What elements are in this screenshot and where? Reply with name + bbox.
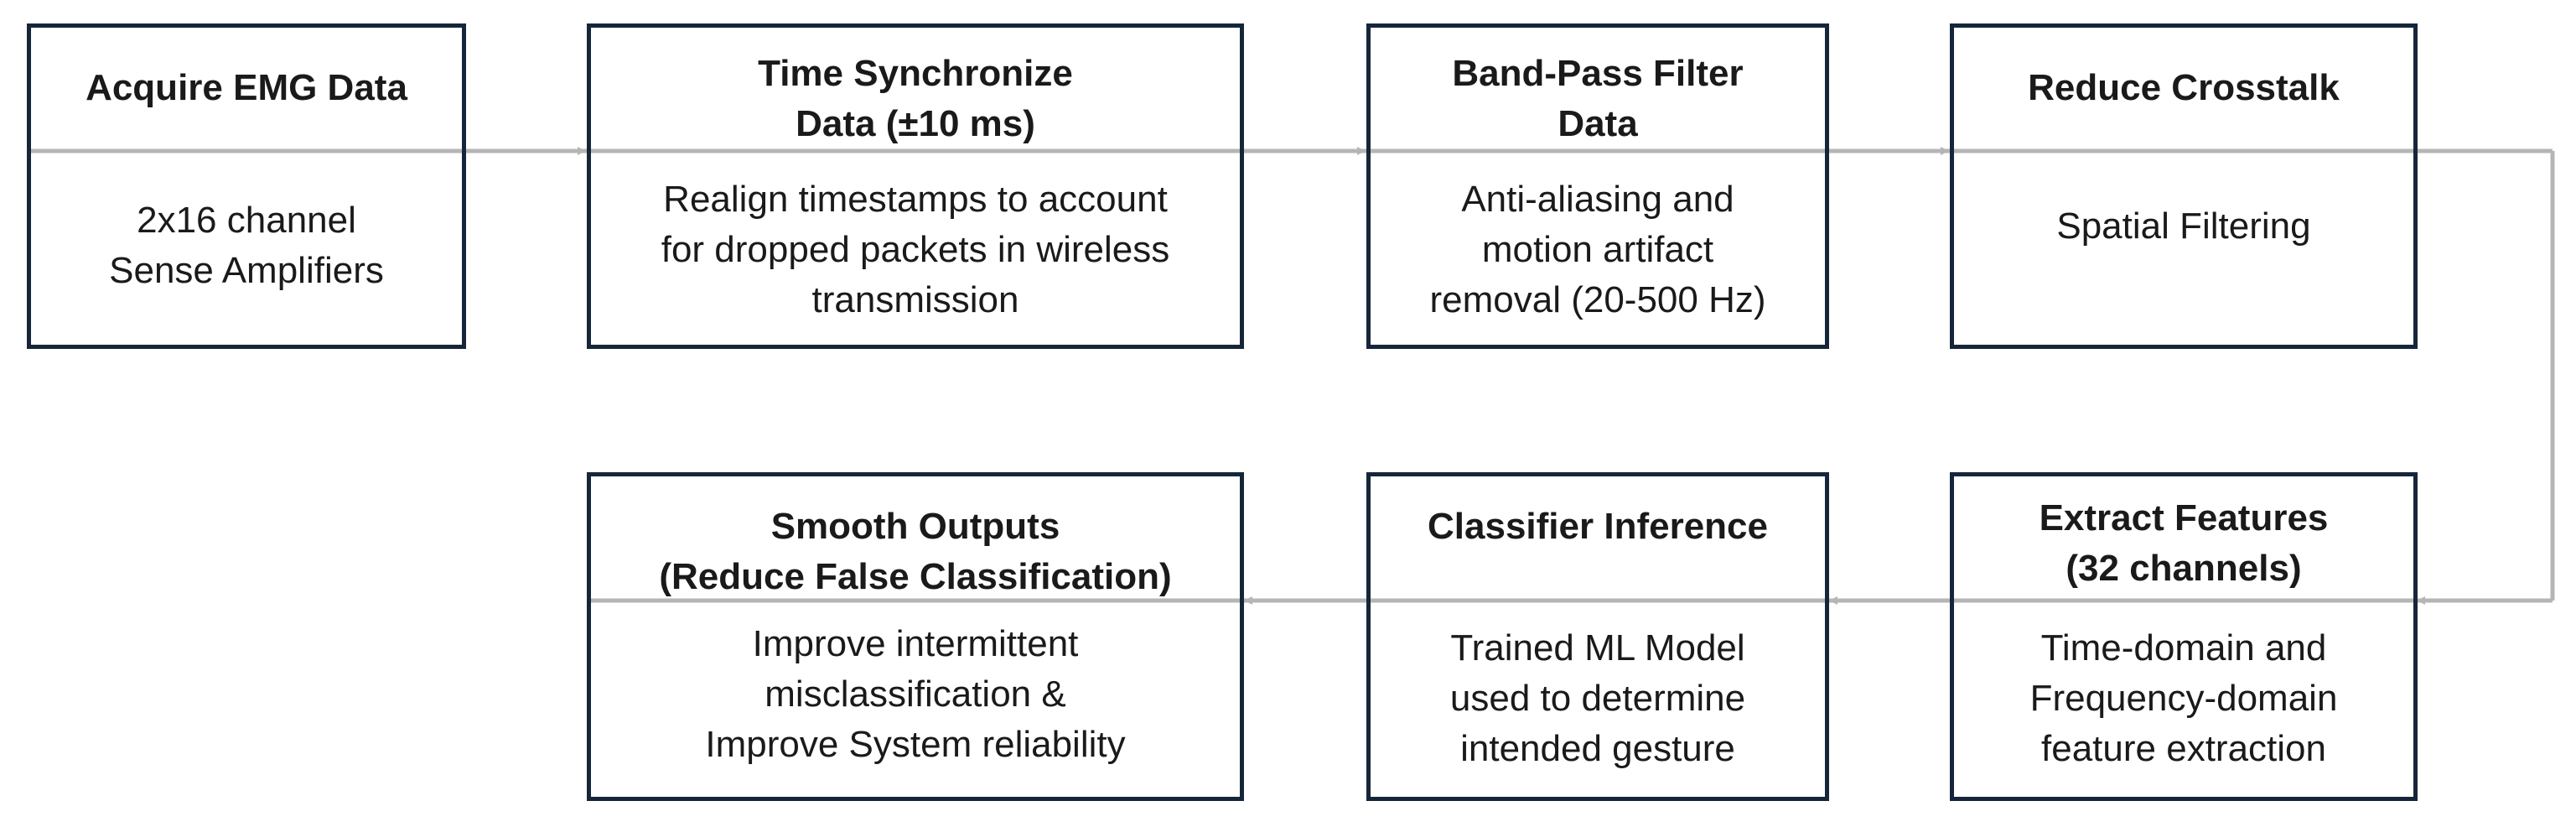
step-description: 2x16 channel Sense Amplifiers xyxy=(109,200,384,291)
step-smooth-outputs: Smooth Outputs (Reduce False Classificat… xyxy=(587,472,1244,801)
step-reduce-crosstalk: Reduce Crosstalk Spatial Filtering xyxy=(1950,23,2418,349)
step-classifier-inference: Classifier Inference Trained ML Model us… xyxy=(1366,472,1829,801)
step-description: Trained ML Model used to determine inten… xyxy=(1449,627,1746,769)
step-title: Smooth Outputs (Reduce False Classificat… xyxy=(659,506,1172,597)
step-title: Extract Features (32 channels) xyxy=(2039,497,2329,589)
step-title: Acquire EMG Data xyxy=(86,67,407,108)
step-description: Spatial Filtering xyxy=(2056,205,2311,247)
step-description: Anti-aliasing and motion artifact remova… xyxy=(1429,179,1766,320)
step-description: Improve intermittent misclassification &… xyxy=(705,623,1126,765)
step-acquire-emg: Acquire EMG Data 2x16 channel Sense Ampl… xyxy=(27,23,466,349)
step-title: Reduce Crosstalk xyxy=(2028,67,2340,108)
step-description: Time-domain and Frequency-domain feature… xyxy=(2029,627,2338,769)
step-title: Time Synchronize Data (±10 ms) xyxy=(758,53,1073,144)
step-title: Classifier Inference xyxy=(1428,506,1768,547)
step-band-pass-filter: Band-Pass Filter Data Anti-aliasing and … xyxy=(1366,23,1829,349)
step-time-synchronize: Time Synchronize Data (±10 ms) Realign t… xyxy=(587,23,1244,349)
step-extract-features: Extract Features (32 channels) Time-doma… xyxy=(1950,472,2418,801)
step-title: Band-Pass Filter Data xyxy=(1452,53,1744,144)
step-description: Realign timestamps to account for droppe… xyxy=(661,179,1170,320)
